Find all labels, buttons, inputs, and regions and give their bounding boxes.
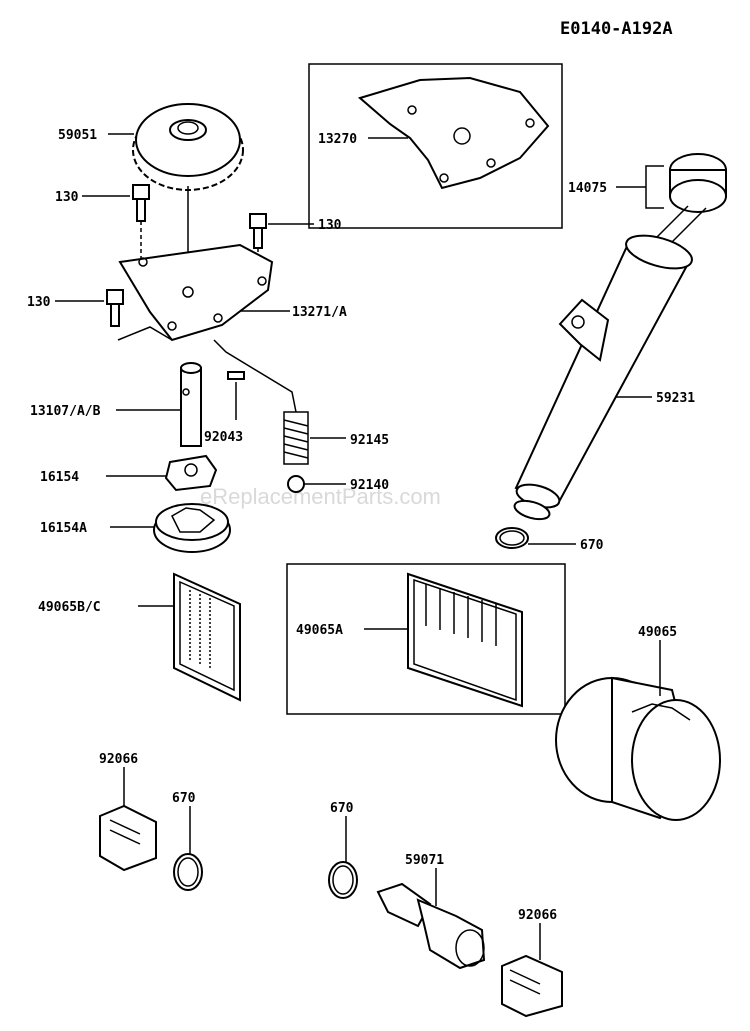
shaft-13107[interactable]: [180, 362, 202, 447]
o-ring-670-b[interactable]: [173, 853, 203, 891]
rotor-16154[interactable]: [164, 454, 218, 492]
label-59231: 59231: [656, 391, 695, 406]
inset-box-49065A: [286, 563, 566, 715]
label-13271: 13271/A: [292, 305, 347, 320]
label-13107: 13107/A/B: [30, 404, 101, 419]
pin-92043[interactable]: [227, 371, 245, 380]
label-92043: 92043: [204, 430, 243, 445]
fitting-59071[interactable]: [376, 882, 486, 970]
label-670-b: 670: [172, 791, 196, 806]
label-14075: 14075: [568, 181, 607, 196]
label-130-a: 130: [55, 190, 79, 205]
ball-92140[interactable]: [287, 475, 305, 493]
bolt-130-c[interactable]: [106, 289, 124, 327]
label-92066-a: 92066: [99, 752, 138, 767]
drain-plug-92066-a[interactable]: [99, 804, 157, 872]
o-ring-670-a[interactable]: [495, 527, 529, 549]
label-670-a: 670: [580, 538, 604, 553]
dipstick-14075[interactable]: [649, 153, 727, 249]
o-ring-670-c[interactable]: [328, 861, 358, 899]
outer-rotor-16154A[interactable]: [153, 503, 231, 553]
label-59051: 59051: [58, 128, 97, 143]
label-16154A: 16154A: [40, 521, 87, 536]
spring-92145[interactable]: [283, 411, 309, 465]
label-92140: 92140: [350, 478, 389, 493]
label-92145: 92145: [350, 433, 389, 448]
label-59071: 59071: [405, 853, 444, 868]
plate-13271[interactable]: [117, 243, 274, 342]
label-130-b: 130: [318, 218, 342, 233]
filter-element-49065A[interactable]: [407, 572, 523, 708]
drain-plug-92066-b[interactable]: [501, 954, 563, 1018]
label-92066-b: 92066: [518, 908, 557, 923]
diagram-code: E0140-A192A: [560, 19, 673, 39]
watermark-text: eReplacementParts.com: [200, 484, 441, 509]
label-670-c: 670: [330, 801, 354, 816]
bolt-130-a[interactable]: [132, 184, 150, 262]
oil-filter-49065[interactable]: [555, 676, 721, 821]
label-49065A: 49065A: [296, 623, 343, 638]
oil-filler-tube-59231[interactable]: [512, 229, 695, 522]
label-13270: 13270: [318, 132, 357, 147]
label-49065BC: 49065B/C: [38, 600, 101, 615]
gear-59051[interactable]: [132, 103, 244, 290]
label-130-c: 130: [27, 295, 51, 310]
label-16154: 16154: [40, 470, 79, 485]
inset-box-13270: [308, 63, 563, 229]
label-49065: 49065: [638, 625, 677, 640]
screen-49065BC[interactable]: [173, 572, 241, 702]
